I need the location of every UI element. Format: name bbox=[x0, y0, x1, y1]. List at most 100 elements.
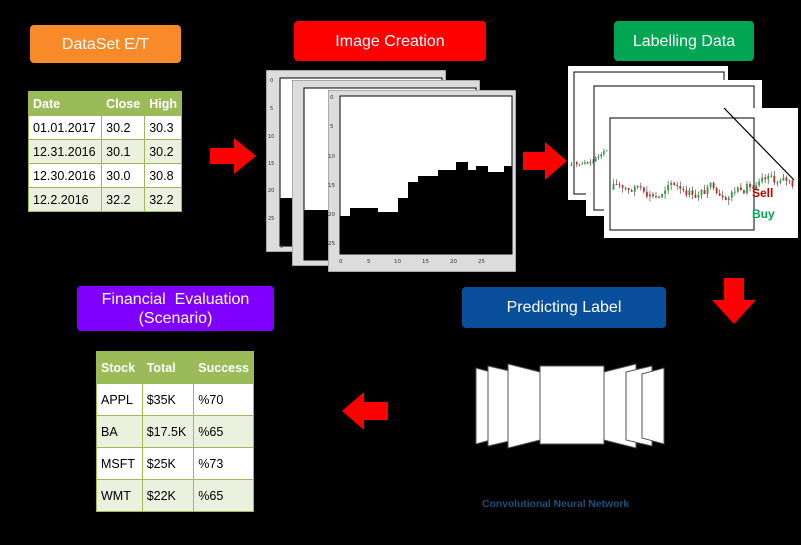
candle-body bbox=[685, 190, 688, 196]
y-tick: 5 bbox=[330, 124, 334, 130]
cnn-core bbox=[539, 365, 605, 445]
candle-body bbox=[679, 186, 682, 189]
table-row: 12.30.2016 30.0 30.8 bbox=[27, 163, 182, 188]
x-tick: 0 bbox=[339, 259, 343, 265]
candle-body bbox=[652, 194, 654, 197]
candle-body bbox=[673, 182, 676, 185]
table-cell: 30.0 bbox=[101, 163, 146, 188]
candle-body bbox=[573, 161, 575, 165]
column-header: Success bbox=[193, 351, 254, 384]
table-cell: BA bbox=[96, 415, 143, 448]
candle-body bbox=[715, 188, 718, 194]
candle-body bbox=[758, 181, 761, 186]
candle-body bbox=[682, 188, 685, 191]
candle-body bbox=[605, 150, 608, 152]
candle-body bbox=[776, 182, 779, 184]
table-cell: 12.2.2016 bbox=[27, 187, 103, 212]
x-tick: 25 bbox=[478, 259, 485, 265]
dataset-table-header: Date Close High bbox=[27, 91, 182, 116]
predicting-label: Predicting Label bbox=[462, 287, 666, 328]
candle-body bbox=[633, 186, 636, 192]
candle-body bbox=[636, 186, 639, 188]
column-header: Date bbox=[27, 91, 103, 116]
candle-body bbox=[603, 150, 605, 155]
candle-body bbox=[584, 162, 586, 164]
candle-body bbox=[575, 161, 578, 165]
candle-body bbox=[694, 194, 697, 198]
arrow-right-icon bbox=[523, 142, 567, 180]
table-cell: 30.1 bbox=[101, 139, 146, 164]
candle-body bbox=[612, 183, 615, 190]
candle-body bbox=[724, 197, 727, 201]
cnn-caption: Convolutional Neural Network bbox=[482, 498, 630, 510]
table-cell: APPL bbox=[96, 383, 143, 416]
svg-text:15: 15 bbox=[268, 161, 274, 167]
labelling-chart-stack: Sell Buy bbox=[568, 66, 798, 238]
candle-body bbox=[570, 164, 573, 166]
column-header: Close bbox=[101, 91, 146, 116]
candle-body bbox=[752, 187, 754, 189]
candle-body bbox=[782, 177, 785, 181]
candle-body bbox=[770, 175, 773, 177]
candle-body bbox=[740, 187, 742, 191]
y-tick: 10 bbox=[328, 154, 335, 160]
column-header: Total bbox=[141, 351, 195, 384]
y-tick: 25 bbox=[328, 241, 335, 247]
table-row: APPL $35K %70 bbox=[96, 383, 254, 416]
x-tick: 15 bbox=[422, 259, 429, 265]
candle-body bbox=[658, 196, 660, 198]
table-cell: %65 bbox=[193, 415, 254, 448]
candle-body bbox=[691, 190, 694, 195]
candle-body bbox=[655, 196, 657, 198]
table-row: 12.2.2016 32.2 32.2 bbox=[27, 187, 182, 212]
candle-body bbox=[721, 195, 724, 198]
candle-body bbox=[718, 193, 721, 196]
candle-body bbox=[600, 154, 603, 157]
financial-evaluation-title: Financial Evaluation bbox=[101, 290, 250, 308]
candle-body bbox=[630, 190, 633, 192]
candle-body bbox=[706, 187, 709, 194]
candle-body bbox=[788, 180, 791, 182]
column-header: Stock bbox=[96, 351, 143, 384]
candle-body bbox=[670, 182, 673, 185]
candle-body bbox=[642, 187, 645, 192]
candle-body bbox=[733, 191, 736, 193]
candle-body bbox=[767, 175, 770, 180]
candle-body bbox=[779, 180, 782, 183]
arrow-left-icon bbox=[342, 392, 388, 430]
x-tick: 20 bbox=[450, 259, 457, 265]
candle-body bbox=[592, 161, 594, 163]
candle-body bbox=[594, 157, 597, 162]
candle-body bbox=[578, 164, 581, 166]
svg-text:20: 20 bbox=[268, 188, 274, 194]
candle-body bbox=[581, 163, 584, 165]
evaluation-table: Stock Total Success APPL $35K %70 BA $17… bbox=[96, 351, 254, 512]
candle-body bbox=[712, 182, 715, 189]
candle-body bbox=[773, 175, 776, 183]
evaluation-table-header: Stock Total Success bbox=[96, 351, 254, 384]
candle-body bbox=[755, 185, 757, 189]
x-tick: 5 bbox=[367, 259, 371, 265]
y-tick: 20 bbox=[328, 212, 335, 218]
financial-evaluation-label: Financial Evaluation (Scenario) bbox=[77, 286, 274, 331]
y-tick: 15 bbox=[328, 183, 335, 189]
table-cell: 30.2 bbox=[144, 139, 182, 164]
candle-body bbox=[703, 189, 706, 194]
table-cell: $25K bbox=[141, 447, 195, 480]
arrow-down-icon bbox=[712, 278, 756, 324]
candle-body bbox=[749, 183, 751, 188]
svg-text:0: 0 bbox=[280, 244, 283, 250]
image-creation-label: Image Creation bbox=[294, 21, 486, 61]
candle-body bbox=[624, 187, 627, 189]
candlestick-back-candles bbox=[570, 148, 608, 168]
candle-body bbox=[586, 162, 589, 164]
candle-body bbox=[743, 190, 745, 194]
candle-body bbox=[597, 156, 600, 158]
sell-signal: Sell bbox=[752, 186, 774, 200]
table-cell: $22K bbox=[141, 479, 195, 512]
table-cell: 32.2 bbox=[101, 187, 146, 212]
candle-body bbox=[627, 188, 630, 191]
y-tick: 0 bbox=[330, 95, 334, 101]
candle-body bbox=[645, 191, 648, 197]
